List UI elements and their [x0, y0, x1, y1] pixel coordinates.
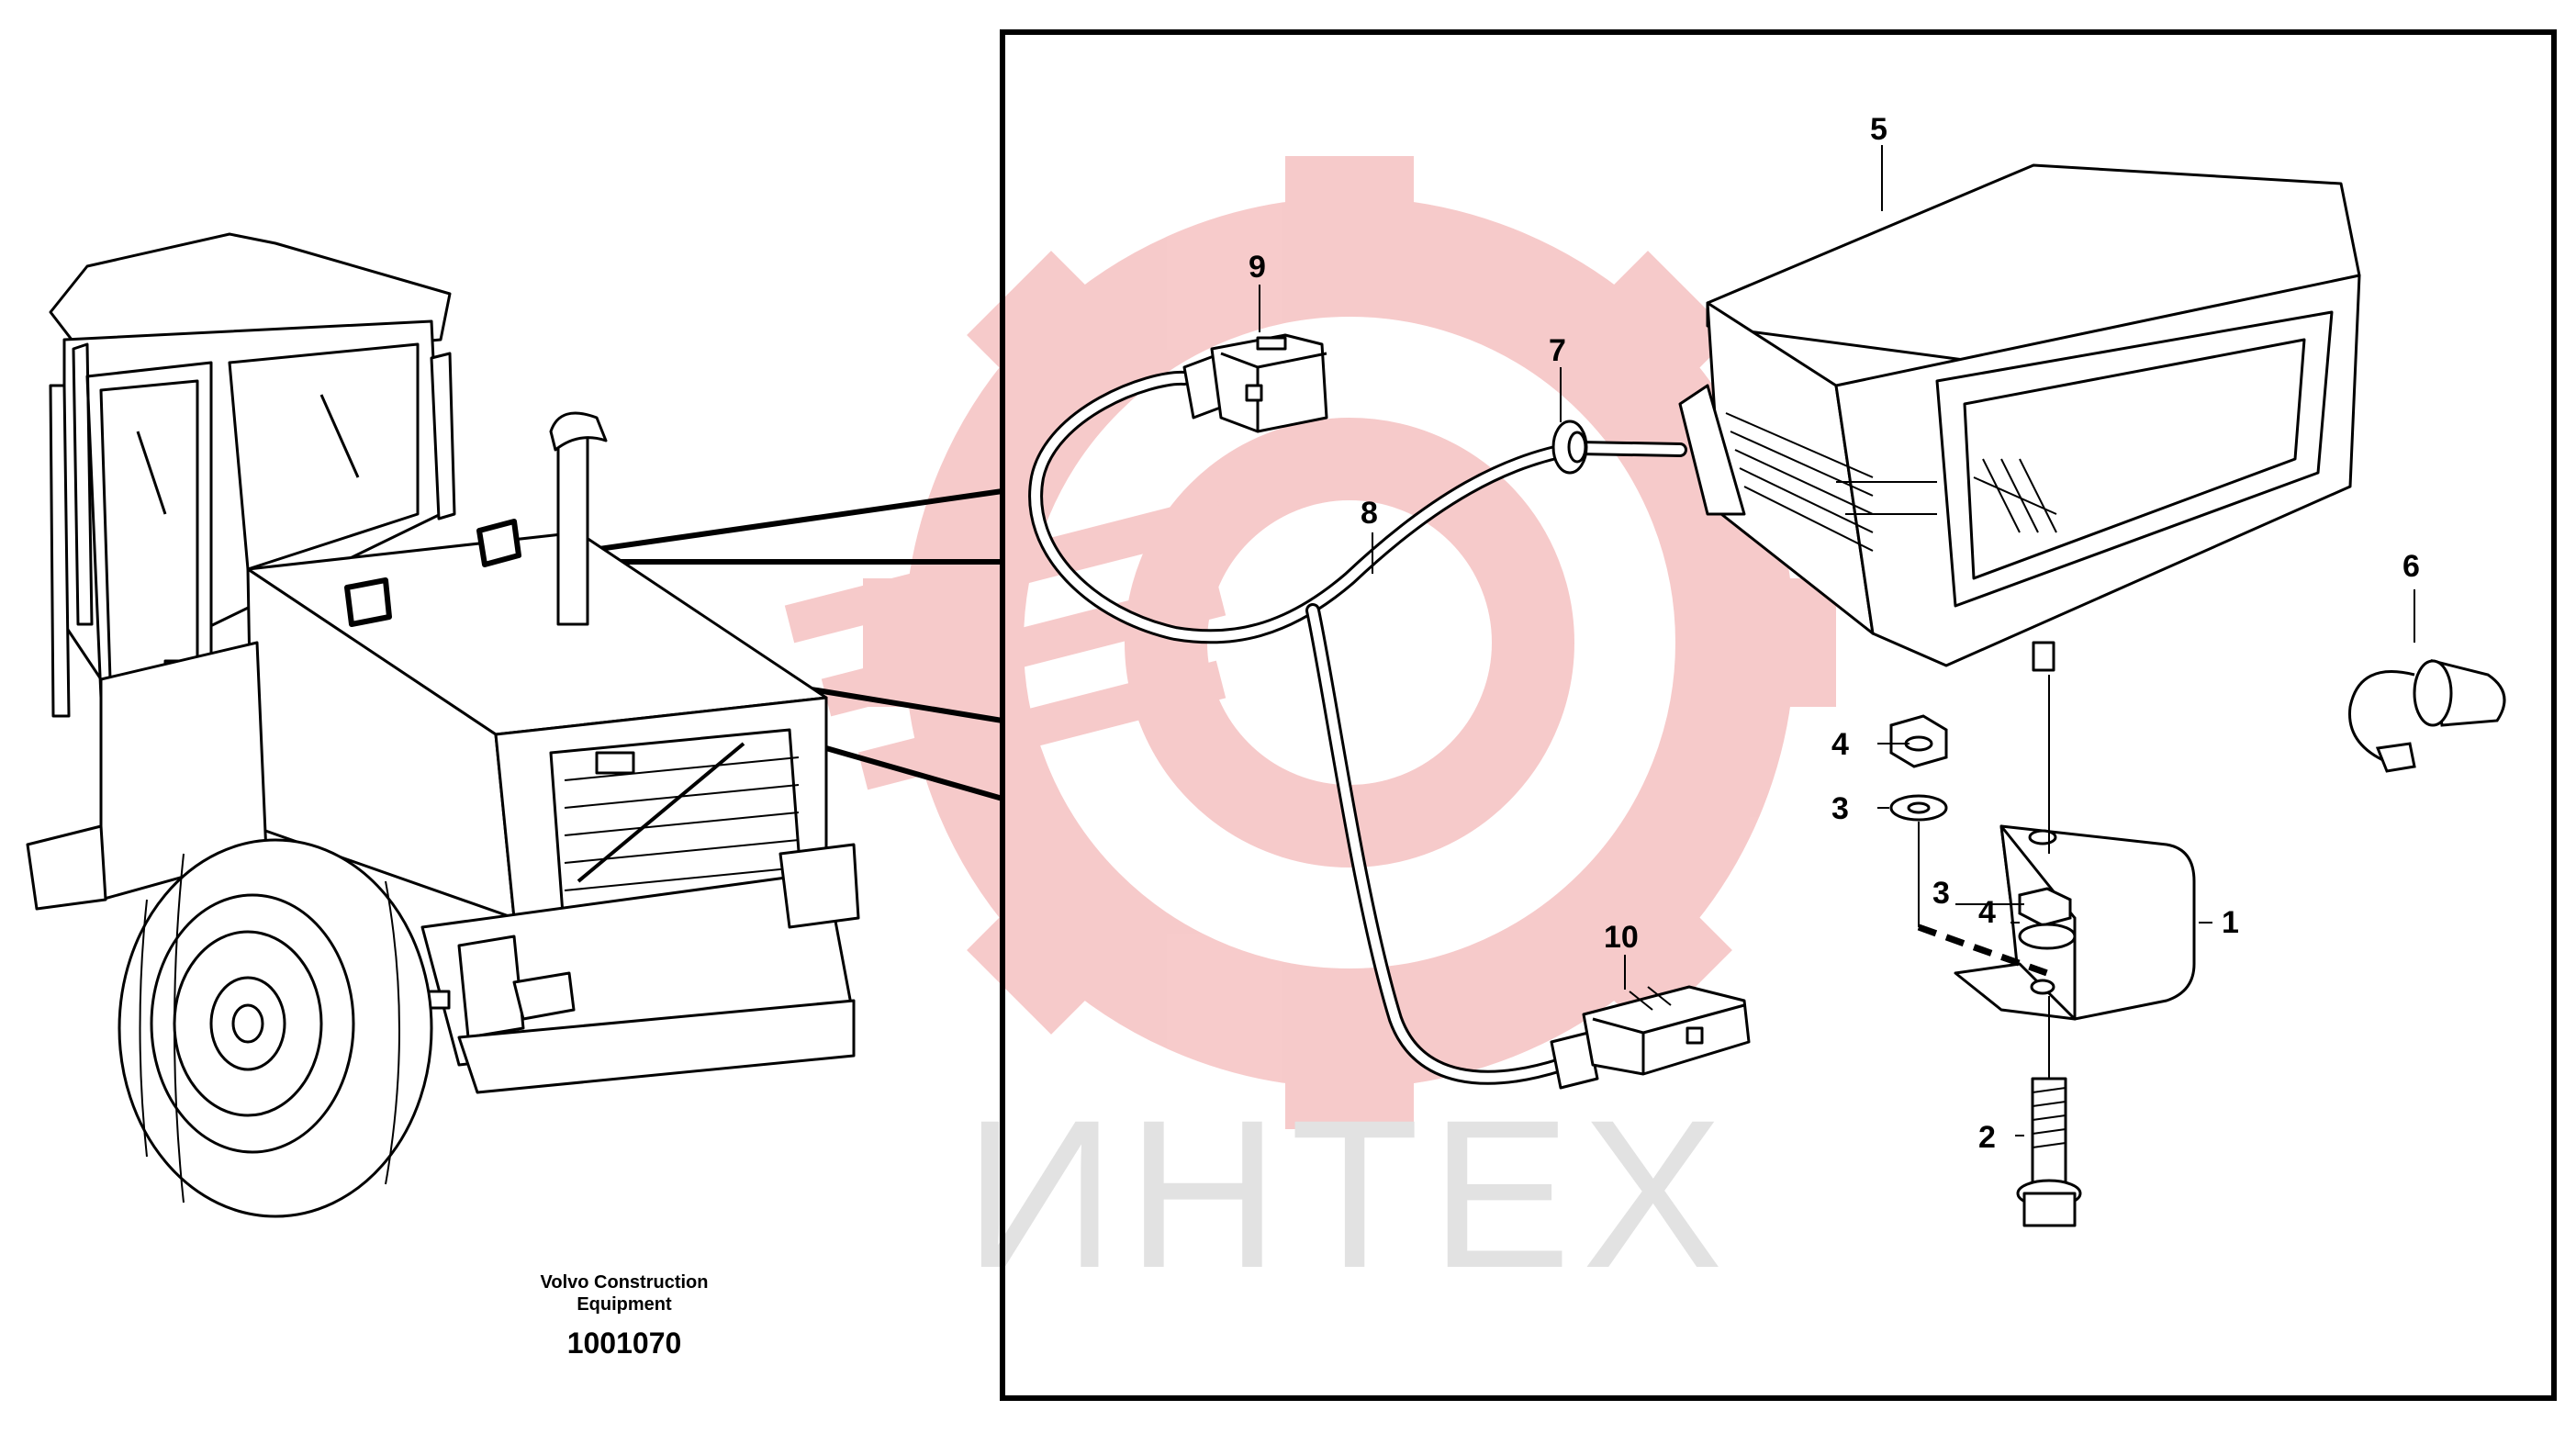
callout-1: 1 — [2222, 905, 2239, 940]
brand-line-1: Volvo Construction — [540, 1272, 709, 1293]
front-wheel — [118, 838, 433, 1218]
callout-4: 4 — [1831, 727, 1849, 762]
callout-7: 7 — [1549, 333, 1566, 368]
grommet — [1551, 420, 1588, 475]
nut-and-washer — [1889, 714, 2077, 950]
callout-6: 6 — [2402, 549, 2420, 584]
drawing-footer: Volvo Construction Equipment 1001070 — [477, 1271, 771, 1360]
callout-3: 3 — [1932, 876, 1950, 911]
hidden-bolt-path — [1917, 924, 2049, 977]
callout-5: 5 — [1870, 112, 1887, 147]
watermark-text: ИНТЕХ — [964, 1076, 1734, 1312]
callout-9: 9 — [1249, 250, 1266, 285]
watermark: ИНТЕХ — [784, 156, 1836, 1312]
bulb — [2348, 659, 2506, 773]
callout-leaders — [1259, 145, 2415, 1136]
callout-2: 2 — [1978, 1120, 1996, 1155]
callout-4: 4 — [1978, 895, 1996, 930]
lamp-position-marker — [344, 577, 392, 627]
detail-frame — [1000, 29, 2557, 1401]
callout-3: 3 — [1831, 791, 1849, 826]
callout-8: 8 — [1361, 496, 1378, 531]
work-lamp — [1678, 163, 2361, 672]
bolt — [2016, 1077, 2082, 1227]
callout-10: 10 — [1604, 920, 1639, 955]
callout-labels: 1 2 3 3 4 4 5 6 7 8 9 10 — [1249, 112, 2420, 1155]
cable-harness — [1028, 370, 1687, 1085]
lamp-connector — [1182, 333, 1328, 433]
drawing-number: 1001070 — [566, 1327, 682, 1360]
wheel-loader-illustration — [26, 232, 860, 1218]
harness-connector — [1550, 985, 1751, 1090]
lamp-position-marker — [476, 519, 521, 567]
front-frame — [420, 843, 860, 1094]
brand-line-2: Equipment — [577, 1294, 672, 1315]
